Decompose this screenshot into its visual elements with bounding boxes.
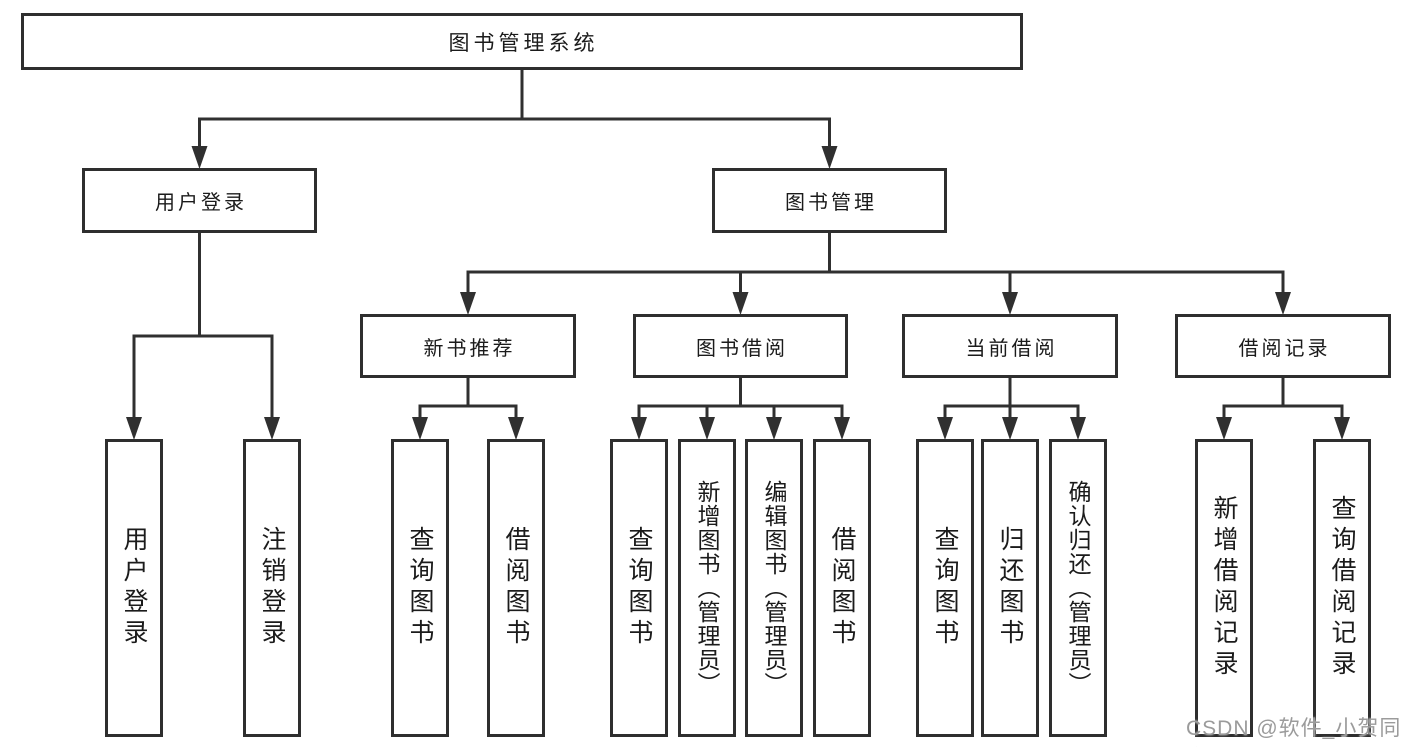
- arrowhead-icon: [732, 292, 749, 315]
- node-label: 编辑图书（管理员）: [761, 480, 787, 696]
- diagram-node-newbooks: 新书推荐: [360, 314, 576, 378]
- arrowhead-icon: [1002, 292, 1018, 315]
- node-label: 当前借阅: [965, 337, 1058, 360]
- diagram-node-r_query: 查询借阅记录: [1313, 439, 1371, 737]
- node-label: 归还图书: [996, 526, 1024, 650]
- diagram-node-user_login: 用户登录: [105, 439, 163, 737]
- connector-tree-root: [198, 68, 831, 151]
- node-label: 用户登录: [120, 526, 148, 650]
- node-label: 查询图书: [406, 526, 434, 650]
- csdn-watermark: CSDN @软件_小贺同学: [1186, 717, 1402, 740]
- diagram-node-r_add: 新增借阅记录: [1195, 439, 1253, 737]
- diagram-node-b_add: 新增图书（管理员）: [678, 439, 736, 737]
- arrowhead-icon: [766, 417, 782, 440]
- node-label: 新书推荐: [423, 337, 516, 360]
- diagram-node-c_return: 归还图书: [981, 439, 1039, 737]
- diagram-node-b_query: 查询图书: [610, 439, 668, 737]
- arrowhead-icon: [1334, 417, 1350, 440]
- connector-tree-current: [943, 376, 1080, 422]
- arrowhead-icon: [460, 292, 476, 315]
- node-label: 注销登录: [258, 526, 286, 650]
- node-label: 图书管理系统: [448, 31, 599, 55]
- arrowhead-icon: [1002, 417, 1018, 440]
- arrowhead-icon: [191, 146, 208, 169]
- diagram-node-b_edit: 编辑图书（管理员）: [745, 439, 803, 737]
- connector-tree-records: [1222, 376, 1344, 422]
- arrowhead-icon: [264, 417, 280, 440]
- arrowhead-icon: [508, 417, 524, 440]
- diagram-node-c_query: 查询图书: [916, 439, 974, 737]
- arrowhead-icon: [821, 146, 838, 169]
- node-label: 新增图书（管理员）: [694, 480, 720, 696]
- diagram-node-logout: 注销登录: [243, 439, 301, 737]
- arrowhead-icon: [1070, 417, 1086, 440]
- diagram-node-borrow: 图书借阅: [633, 314, 848, 378]
- node-label: 借阅图书: [828, 526, 856, 650]
- connector-tree-newbooks: [418, 376, 518, 422]
- diagram-node-b_borrow: 借阅图书: [813, 439, 871, 737]
- node-label: 借阅图书: [502, 526, 530, 650]
- node-label: 用户登录: [155, 192, 247, 214]
- arrowhead-icon: [1216, 417, 1232, 440]
- node-label: 查询借阅记录: [1328, 495, 1356, 681]
- connector-tree-login: [132, 231, 274, 422]
- node-label: 查询图书: [931, 526, 959, 650]
- diagram-node-current: 当前借阅: [902, 314, 1118, 378]
- arrowhead-icon: [412, 417, 428, 440]
- diagram-node-records: 借阅记录: [1175, 314, 1391, 378]
- diagram-node-c_confirm: 确认归还（管理员）: [1049, 439, 1107, 737]
- connector-tree-mgmt: [466, 231, 1285, 297]
- node-label: 图书借阅: [696, 337, 788, 360]
- connector-tree-borrow: [637, 376, 844, 422]
- node-label: 新增借阅记录: [1210, 495, 1238, 681]
- diagram-node-nb_query: 查询图书: [391, 439, 449, 737]
- node-label: 查询图书: [625, 526, 653, 650]
- node-label: 借阅记录: [1238, 337, 1331, 360]
- arrowhead-icon: [834, 417, 850, 440]
- diagram-node-login: 用户登录: [82, 168, 317, 233]
- node-label: 图书管理: [785, 192, 877, 214]
- arrowhead-icon: [126, 417, 142, 440]
- arrowhead-icon: [937, 417, 953, 440]
- diagram-node-root: 图书管理系统: [21, 13, 1023, 70]
- arrowhead-icon: [1275, 292, 1291, 315]
- diagram-node-nb_borrow: 借阅图书: [487, 439, 545, 737]
- arrowhead-icon: [631, 417, 647, 440]
- diagram-node-mgmt: 图书管理: [712, 168, 947, 233]
- node-label: 确认归还（管理员）: [1065, 480, 1091, 696]
- arrowhead-icon: [699, 417, 715, 440]
